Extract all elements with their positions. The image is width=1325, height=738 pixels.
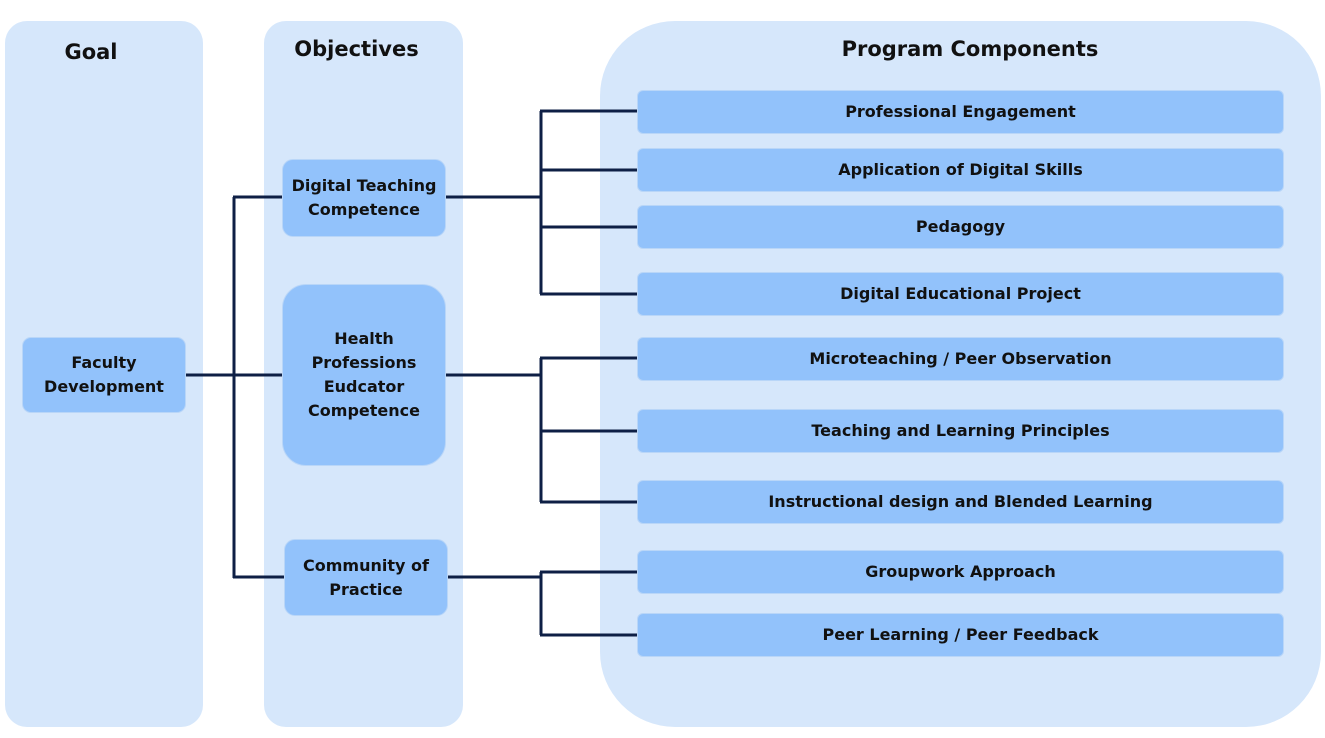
goal-faculty-development: Faculty Development — [22, 337, 186, 413]
objective-digital-teaching-competence: Digital Teaching Competence — [282, 159, 446, 237]
objective-line: Practice — [329, 579, 403, 599]
objectives-column-title: Objectives — [294, 37, 419, 61]
goal-column-title: Goal — [64, 40, 118, 64]
objective-health-professions-educator-competence: Health Professions Eudcator Competence — [282, 284, 446, 466]
objective-line: Competence — [308, 200, 420, 219]
objective-line: Competence — [308, 401, 420, 420]
objective-line: Professions — [311, 353, 417, 372]
objective-line: Eudcator — [323, 377, 405, 396]
program-components-column-title: Program Components — [841, 37, 1099, 61]
component-instructional-design-blended-learning: Instructional design and Blended Learnin… — [637, 480, 1284, 524]
component-application-of-digital-skills: Application of Digital Skills — [637, 148, 1284, 192]
objective-community-of-practice: Community of Practice — [284, 539, 448, 616]
objective-line: Health — [334, 329, 394, 348]
component-groupwork-approach: Groupwork Approach — [637, 550, 1284, 594]
component-teaching-and-learning-principles: Teaching and Learning Principles — [637, 409, 1284, 453]
component-digital-educational-project: Digital Educational Project — [637, 272, 1284, 316]
goal-line-1: Faculty — [71, 353, 137, 372]
component-professional-engagement: Professional Engagement — [637, 90, 1284, 134]
goal-line-2: Development — [44, 377, 164, 396]
component-pedagogy: Pedagogy — [637, 205, 1284, 249]
objective-line: Digital Teaching — [291, 176, 437, 195]
component-microteaching-peer-observation: Microteaching / Peer Observation — [637, 337, 1284, 381]
component-peer-learning-peer-feedback: Peer Learning / Peer Feedback — [637, 613, 1284, 657]
objective-line: Community of — [303, 555, 429, 575]
